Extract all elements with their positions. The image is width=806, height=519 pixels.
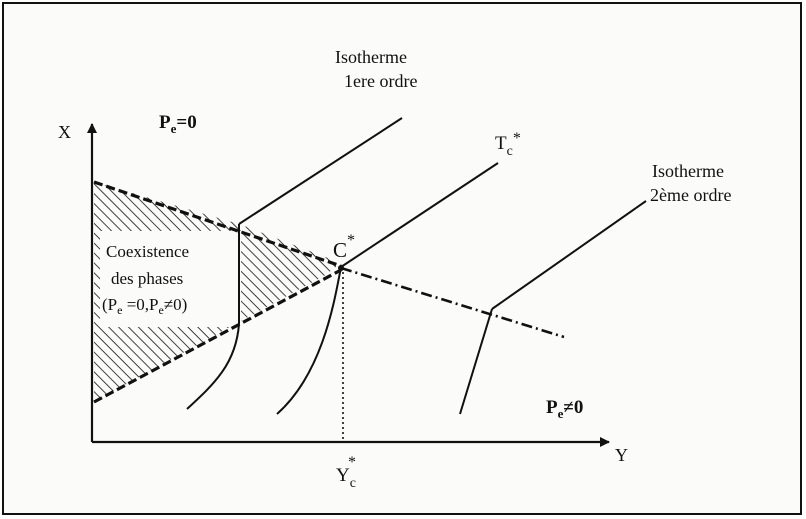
y-axis-label: Y: [615, 445, 628, 465]
isotherm-second-upper: [491, 200, 647, 310]
critical-isotherm-lower: [276, 266, 342, 415]
coexistence-label-line2: des phases: [111, 269, 183, 288]
isotherm-first-label-line2: 1ere ordre: [344, 71, 417, 91]
isotherm-first-label-line1: Isotherme: [335, 47, 407, 67]
transition-line: [340, 266, 565, 339]
isotherm-first-lower: [186, 323, 240, 410]
coexistence-label-line3: (Pe =0,Pe≠0): [102, 295, 187, 317]
isotherm-second-lower: [459, 308, 493, 415]
coexistence-label-line1: Coexistence: [106, 242, 189, 261]
critical-point-label: C*: [333, 232, 355, 262]
critical-isotherm-upper: [340, 162, 499, 268]
isotherm-second-label-line1: Isotherme: [652, 161, 724, 181]
critical-y-label: Yc*: [336, 454, 356, 491]
critical-point-marker: [338, 265, 344, 271]
coexistence-label-box: [100, 231, 241, 327]
critical-temperature-label: Tc*: [495, 130, 521, 159]
isotherm-second-label-line2: 2ème ordre: [650, 185, 731, 205]
phase-diagram: X Y Pe=0 Pe≠0 Isotherme 1ere ordre Isoth…: [58, 47, 731, 491]
lower-boundary-line: [93, 268, 342, 404]
upper-boundary-line: [93, 180, 342, 268]
region-pe-nonzero-label: Pe≠0: [546, 397, 583, 421]
isotherm-first-upper: [238, 117, 403, 225]
region-pe-zero-label: Pe=0: [159, 112, 197, 136]
x-axis-label: X: [58, 122, 71, 142]
